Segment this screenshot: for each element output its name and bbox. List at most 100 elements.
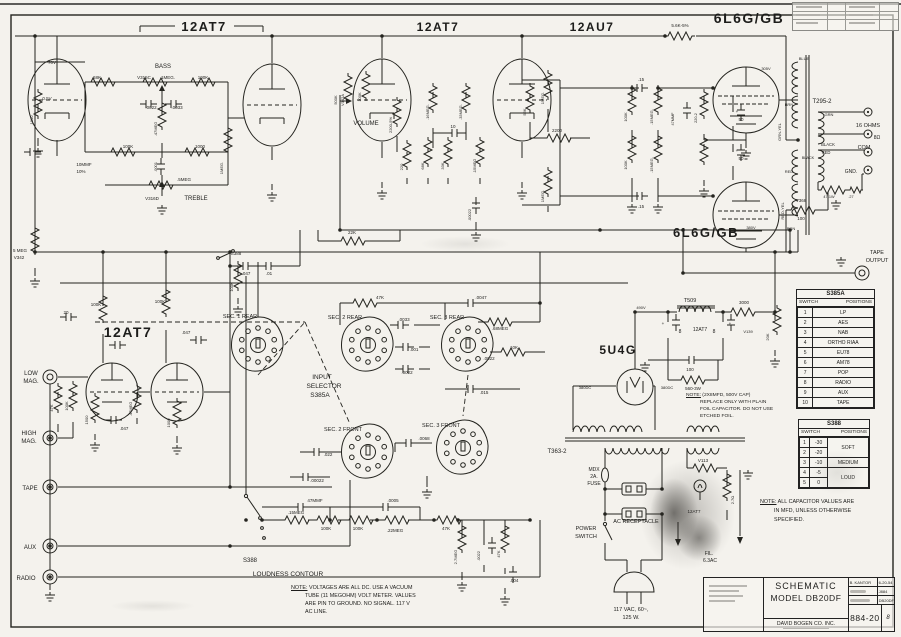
engineer-name: B. KANTOR bbox=[849, 578, 878, 586]
table-cell: 6 bbox=[796, 357, 814, 368]
table-cell: 4 bbox=[798, 467, 811, 478]
junction-dot bbox=[788, 250, 792, 254]
table-group-cell: SOFT bbox=[827, 437, 869, 458]
junction-dot bbox=[228, 250, 232, 254]
component-label: FIL. bbox=[705, 551, 714, 557]
junction-dot bbox=[456, 518, 460, 522]
component-label: 68K bbox=[93, 75, 101, 80]
revision-block bbox=[792, 2, 899, 31]
component-label: TAPE bbox=[22, 486, 37, 492]
ground-icon bbox=[470, 231, 482, 242]
component-label: SELECTOR bbox=[307, 383, 342, 390]
component-label: V342 bbox=[14, 255, 25, 260]
component-label: 100K bbox=[64, 401, 69, 411]
component-label: 2.7Ω bbox=[730, 496, 735, 505]
table-cell: ORTHO RIAA bbox=[812, 337, 874, 348]
output-tube-icon bbox=[712, 66, 780, 134]
junction-dot bbox=[603, 512, 607, 516]
table-cell: 8 bbox=[796, 377, 814, 388]
component-label: .27 bbox=[848, 195, 853, 199]
component-label: V315C bbox=[137, 75, 152, 80]
junction-dot bbox=[660, 512, 664, 516]
speaker-terminal-icon bbox=[863, 129, 873, 139]
table-cell: RADIO bbox=[812, 377, 874, 388]
component-label: .01 bbox=[266, 271, 273, 276]
speaker-terminal-icon bbox=[863, 107, 873, 117]
component-label: + bbox=[736, 148, 739, 153]
component-label: GRN bbox=[825, 112, 834, 117]
sheet-number: 8 bbox=[881, 605, 894, 631]
component-label: FUSE bbox=[587, 481, 601, 487]
note-line: SPECIFIED. bbox=[774, 517, 804, 523]
triode-tube-icon bbox=[27, 58, 87, 142]
component-label: S388 bbox=[243, 558, 258, 564]
component-label: 22K bbox=[348, 230, 356, 235]
junction-dot bbox=[228, 544, 232, 548]
junction-dot bbox=[603, 487, 607, 491]
component-label: 100K bbox=[321, 526, 332, 531]
table-cell: LP bbox=[812, 307, 874, 318]
note-line: AC LINE. bbox=[305, 609, 328, 615]
component-label: .0022 bbox=[483, 356, 495, 361]
component-label: MAG. bbox=[23, 379, 39, 385]
junction-dot bbox=[633, 310, 637, 314]
component-label: 8 bbox=[713, 329, 716, 335]
triode-tube-icon bbox=[242, 63, 302, 147]
component-label: GND. bbox=[845, 169, 858, 175]
junction-dots bbox=[33, 34, 800, 579]
component-label: .0022 bbox=[401, 370, 413, 375]
component-label: .047 bbox=[182, 330, 191, 335]
component-label: BLACK bbox=[821, 142, 835, 147]
component-label: 8Ω bbox=[874, 135, 881, 141]
drawing-frame bbox=[10, 14, 894, 628]
table-cell: EU78 bbox=[812, 347, 874, 358]
junction-dot bbox=[48, 544, 52, 548]
junction-dot bbox=[773, 250, 777, 254]
component-label: 220 bbox=[399, 163, 404, 170]
junction-dot bbox=[228, 264, 232, 268]
component-label: 5.6K-5% bbox=[671, 23, 688, 28]
junction-dot bbox=[660, 487, 664, 491]
component-label: 12AT7 bbox=[181, 19, 227, 34]
junction-dot bbox=[528, 518, 532, 522]
component-label: RED bbox=[822, 150, 831, 155]
title-block-right: B. KANTOR 6-20-54 J884 DB20DF 884-20 8 bbox=[848, 578, 894, 631]
table-cell: AUX bbox=[812, 387, 874, 398]
component-label: .0047 bbox=[475, 295, 487, 300]
note-heading: NOTE: bbox=[291, 585, 308, 591]
component-label: TAPE bbox=[870, 250, 884, 256]
component-label: .15MEG bbox=[472, 159, 477, 174]
pilot-lamp-icon bbox=[693, 479, 707, 493]
component-label: AUX bbox=[24, 545, 36, 551]
component-label: 500K bbox=[333, 95, 338, 105]
component-label: 100K bbox=[155, 299, 166, 304]
component-label: SWITCH bbox=[575, 534, 597, 540]
component-label: .015 bbox=[480, 390, 489, 395]
component-label: 47-1W bbox=[823, 195, 835, 199]
component-label: + bbox=[729, 321, 732, 326]
junction-dot bbox=[380, 34, 384, 38]
component-label: 100K bbox=[353, 526, 364, 531]
component-label: 1000 bbox=[195, 144, 206, 149]
component-label: BLUE bbox=[799, 56, 810, 61]
component-label: SEC. 2 REAR bbox=[328, 315, 362, 321]
component-label: MAG. bbox=[21, 439, 37, 445]
component-label: BASS bbox=[155, 64, 171, 70]
component-label: RED bbox=[785, 169, 794, 174]
component-label: 50 bbox=[738, 117, 744, 122]
speaker-terminal-icon bbox=[863, 165, 873, 175]
component-label: T363-2 bbox=[547, 449, 567, 455]
ground-icon bbox=[499, 595, 511, 606]
component-label: 56K bbox=[522, 108, 527, 115]
component-label: LOUDNESS CONTOUR bbox=[253, 571, 324, 578]
component-label: .0022 bbox=[145, 105, 157, 110]
component-label: 2200-5% bbox=[388, 117, 393, 133]
component-label: 0.5V bbox=[42, 96, 51, 101]
note-line: NOTE: (2X8MFD, 500V CAP) bbox=[686, 393, 751, 398]
